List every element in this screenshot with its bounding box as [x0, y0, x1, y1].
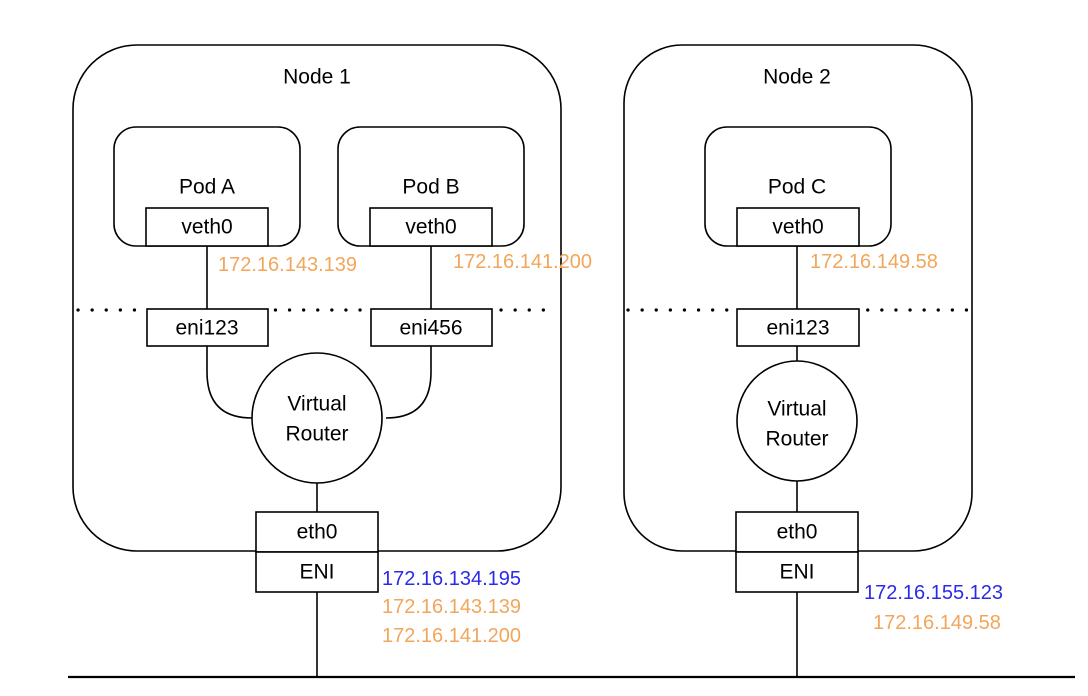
- node2-eni-card: ENI: [779, 561, 814, 584]
- pod-b-veth: veth0: [405, 216, 456, 239]
- node1-title: Node 1: [283, 66, 351, 89]
- pod-c-label: Pod C: [768, 176, 826, 199]
- node2-eth-box: [735, 511, 859, 553]
- pod-b-ip: 172.16.141.200: [453, 251, 592, 273]
- node1-eni-left-box: [146, 308, 269, 347]
- pod-c-veth: veth0: [772, 216, 823, 239]
- node1-primary-ip: 172.16.134.195: [382, 568, 521, 590]
- node2-eni-box: [736, 308, 860, 347]
- node1-eni-card-box: [255, 551, 379, 593]
- node2-eni: eni123: [766, 317, 829, 340]
- pod-a-ip: 172.16.143.139: [218, 254, 357, 276]
- node1-eth: eth0: [297, 521, 338, 544]
- node1-eni-right: eni456: [399, 317, 462, 340]
- pod-a-veth: veth0: [181, 216, 232, 239]
- node2-secondary-ip-1: 172.16.149.58: [873, 612, 1001, 634]
- node1-secondary-ip-2: 172.16.141.200: [382, 625, 521, 647]
- node1-eni-card: ENI: [299, 561, 334, 584]
- node1-router-line2: Router: [285, 423, 348, 446]
- node1-router: [251, 352, 383, 484]
- node2-eni-card-box: [735, 551, 859, 593]
- node1-eth-box: [255, 511, 379, 553]
- node1-eni-right-box: [370, 308, 493, 347]
- pod-b-veth-box: [369, 207, 493, 247]
- node1-router-line1: Virtual: [287, 393, 346, 416]
- node2-primary-ip: 172.16.155.123: [864, 582, 1003, 604]
- node2-eth: eth0: [777, 521, 818, 544]
- pod-c-veth-box: [736, 207, 860, 247]
- node1-secondary-ip-1: 172.16.143.139: [382, 596, 521, 618]
- pod-a-label: Pod A: [179, 176, 235, 199]
- node2-router-line2: Router: [765, 428, 828, 451]
- node2-router-line1: Virtual: [767, 398, 826, 421]
- node2-title: Node 2: [763, 66, 831, 89]
- node2-router: [736, 360, 858, 482]
- pod-b-label: Pod B: [402, 176, 459, 199]
- node1-eni-left: eni123: [175, 317, 238, 340]
- pod-c-ip: 172.16.149.58: [810, 251, 938, 273]
- pod-a-veth-box: [145, 207, 269, 247]
